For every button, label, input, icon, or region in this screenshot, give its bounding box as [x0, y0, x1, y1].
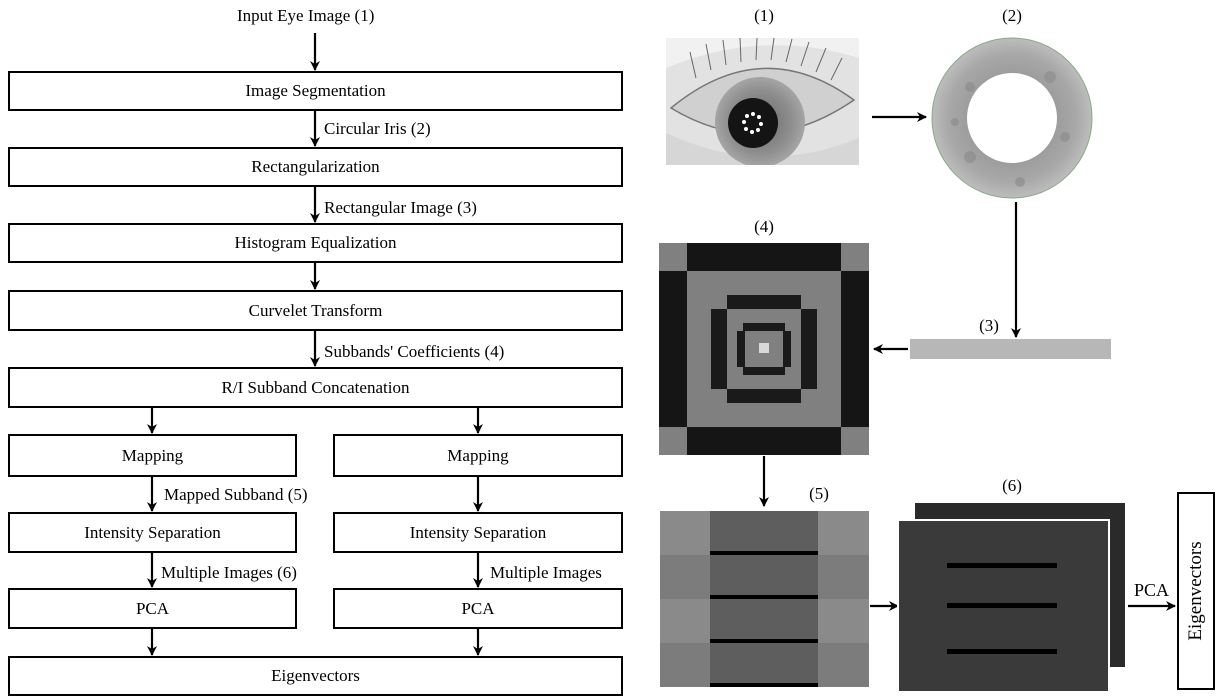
pca-right-box: PCA — [333, 588, 623, 629]
intensity-separation-left-box: Intensity Separation — [8, 512, 297, 553]
eigenvectors-output-box: Eigenvectors — [1177, 492, 1215, 690]
caption-3: (3) — [979, 316, 999, 335]
intensity-separation-right-box: Intensity Separation — [333, 512, 623, 553]
image-segmentation-box: Image Segmentation — [8, 71, 623, 111]
eigenvectors-box: Eigenvectors — [8, 656, 623, 696]
multiple-images-left-label: Multiple Images (6) — [161, 563, 297, 582]
eigenvectors-output-label: Eigenvectors — [1185, 541, 1206, 641]
caption-5: (5) — [809, 484, 829, 503]
pca-arrow-label: PCA — [1134, 580, 1170, 600]
rectangular-iris-image — [910, 339, 1111, 359]
eye-image — [666, 38, 859, 165]
mapped-subband-label: Mapped Subband (5) — [164, 485, 308, 504]
mapped-subband-image — [660, 511, 869, 687]
circular-iris-image — [930, 37, 1094, 199]
curvelet-coefficients-image — [659, 243, 869, 455]
pca-left-box: PCA — [8, 588, 297, 629]
caption-1: (1) — [754, 6, 774, 25]
histogram-equalization-box: Histogram Equalization — [8, 223, 623, 263]
stack-image-front — [897, 519, 1110, 693]
circular-iris-label: Circular Iris (2) — [324, 119, 431, 138]
rectangularization-box: Rectangularization — [8, 147, 623, 187]
mapping-left-box: Mapping — [8, 434, 297, 477]
caption-4: (4) — [754, 217, 774, 236]
rectangular-image-label: Rectangular Image (3) — [324, 198, 477, 217]
mapping-right-box: Mapping — [333, 434, 623, 477]
multiple-images-right-label: Multiple Images — [490, 563, 602, 582]
caption-2: (2) — [1002, 6, 1022, 25]
caption-6: (6) — [1002, 476, 1022, 495]
curvelet-transform-box: Curvelet Transform — [8, 290, 623, 331]
input-eye-image-label: Input Eye Image (1) — [237, 6, 375, 25]
ri-subband-concatenation-box: R/I Subband Concatenation — [8, 367, 623, 408]
subbands-coefficients-label: Subbands' Coefficients (4) — [324, 342, 505, 361]
